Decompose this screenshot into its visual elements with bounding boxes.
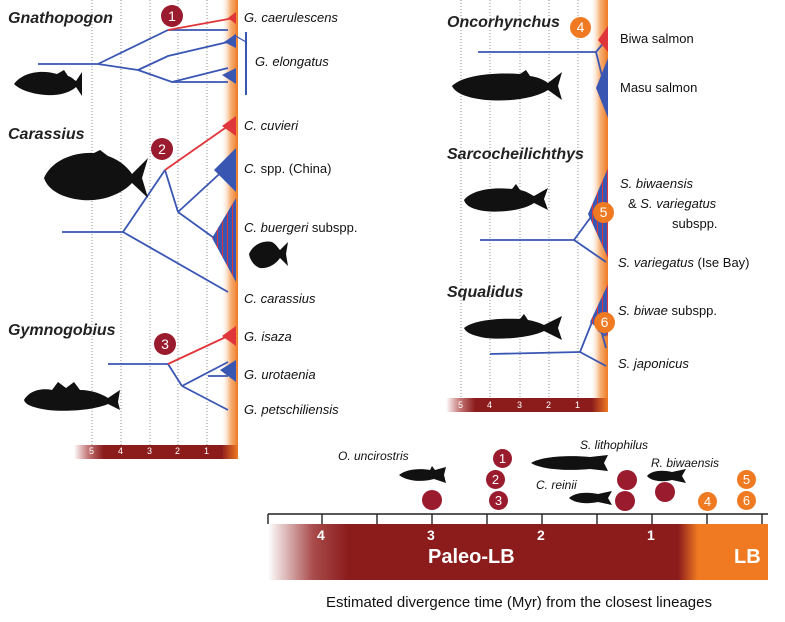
badge-6: 6	[594, 312, 615, 333]
oncorhynchus-blue-wedge	[596, 58, 608, 118]
gymnogobius-red-wedge	[222, 326, 236, 346]
taxon-g-caerulescens: G. caerulescens	[244, 10, 338, 25]
badge-4: 4	[570, 17, 591, 38]
genus-oncorhynchus: Oncorhynchus	[447, 14, 560, 31]
fish-squalidus-icon	[464, 314, 562, 340]
fossil-c-reinii-icon	[569, 491, 612, 505]
timeline-badge-5: 5	[737, 470, 756, 489]
fossil-s-lithophilus-label: S. lithophilus	[580, 438, 649, 452]
taxon-c-cuvieri: C. cuvieri	[244, 118, 299, 133]
paleo-lb-label: Paleo-LB	[428, 546, 515, 568]
gnathopogon-blue-wedge-1	[224, 34, 236, 48]
gymnogobius-tree	[108, 361, 229, 411]
fossil-o-uncirostris-label: O. uncirostris	[338, 449, 409, 463]
timeline-caption: Estimated divergence time (Myr) from the…	[326, 594, 712, 611]
timeline-badge-3: 3	[489, 491, 508, 510]
right-axis-tick-1: 1	[575, 400, 581, 410]
taxon-g-elongatus: G. elongatus	[255, 54, 329, 69]
carassius-red-wedge	[222, 116, 236, 136]
fossil-dot-c-reinii	[615, 491, 635, 511]
genus-carassius: Carassius	[8, 126, 85, 143]
taxon-s-variegatus-ise: S. variegatus (Ise Bay)	[618, 255, 750, 270]
badge-5: 5	[593, 202, 614, 223]
gnathopogon-blue-wedge-2	[222, 68, 236, 84]
fish-gnathopogon-icon	[14, 70, 82, 96]
lb-label: LB	[734, 546, 761, 568]
taxon-s-variegatus: & S. variegatus	[628, 196, 717, 211]
taxon-g-petschiliensis: G. petschiliensis	[244, 402, 339, 417]
timeline-bar	[268, 524, 768, 580]
gymnogobius-blue-wedge	[220, 360, 236, 382]
sarcocheilichthys-tree	[480, 209, 607, 263]
fossil-o-uncirostris-icon	[399, 466, 446, 483]
badge-3: 3	[154, 333, 176, 355]
taxon-s-biwae: S. biwae subspp.	[618, 303, 718, 318]
gymnogobius-red-branch	[167, 335, 229, 365]
taxon-masu-salmon: Masu salmon	[620, 80, 698, 95]
genus-sarcocheilichthys: Sarcocheilichthys	[447, 146, 584, 163]
timeline-axis-4: 4	[317, 527, 325, 543]
timeline-axis-1: 1	[647, 527, 655, 543]
taxon-c-buergeri: C. buergeri subspp.	[244, 220, 358, 235]
timeline-badge-2: 2	[486, 470, 505, 489]
carassius-red-branch	[164, 125, 229, 171]
fossil-dot-r-biwaensis	[655, 482, 675, 502]
right-axis-bar	[446, 398, 608, 412]
genus-gnathopogon: Gnathopogon	[8, 10, 113, 27]
timeline-axis-3: 3	[427, 527, 435, 543]
carassius-hatched-wedge	[212, 198, 236, 282]
left-axis-bar	[74, 445, 238, 459]
taxon-subspp: subspp.	[672, 216, 718, 231]
badge-1: 1	[161, 5, 183, 27]
fish-sarcocheilichthys-icon	[464, 184, 548, 212]
right-axis-tick-5: 5	[458, 400, 464, 410]
left-axis-tick-3: 3	[147, 446, 153, 456]
left-grid	[91, 0, 208, 445]
fossil-r-biwaensis-label: R. biwaensis	[651, 456, 720, 470]
fossil-s-lithophilus-icon	[531, 455, 608, 471]
timeline-axis-2: 2	[537, 527, 545, 543]
taxon-s-japonicus: S. japonicus	[618, 356, 689, 371]
fossil-dot-o-uncirostris	[422, 490, 442, 510]
right-axis-tick-3: 3	[517, 400, 523, 410]
fossil-dot-s-lithophilus	[617, 470, 637, 490]
taxon-c-carassius: C. carassius	[244, 291, 316, 306]
timeline-badge-1: 1	[493, 449, 512, 468]
left-axis-tick-2: 2	[175, 446, 181, 456]
genus-gymnogobius: Gymnogobius	[8, 322, 116, 339]
gnathopogon-red-branch	[167, 17, 235, 31]
right-axis-tick-2: 2	[546, 400, 552, 410]
right-axis-tick-4: 4	[487, 400, 493, 410]
oncorhynchus-red-wedge	[598, 26, 608, 52]
fish-carassius-icon	[44, 150, 148, 201]
taxon-biwa-salmon: Biwa salmon	[620, 31, 694, 46]
fish-gymnogobius-icon	[24, 382, 120, 411]
timeline-badge-6: 6	[737, 491, 756, 510]
left-axis-tick-1: 1	[204, 446, 210, 456]
taxon-g-urotaenia: G. urotaenia	[244, 367, 316, 382]
carassius-blue-wedge	[214, 148, 236, 192]
fossil-r-biwaensis-icon	[647, 469, 686, 483]
left-axis-tick-4: 4	[118, 446, 124, 456]
fossil-c-reinii-label: C. reinii	[536, 478, 577, 492]
taxon-s-biwaensis: S. biwaensis	[620, 176, 693, 191]
left-axis-tick-5: 5	[89, 446, 95, 456]
taxon-g-isaza: G. isaza	[244, 329, 292, 344]
badge-2: 2	[151, 138, 173, 160]
genus-squalidus: Squalidus	[447, 284, 524, 301]
timeline-badge-4: 4	[698, 492, 717, 511]
fish-oncorhynchus-icon	[452, 70, 562, 101]
gnathopogon-red-wedge	[228, 12, 236, 24]
timeline-ticks	[267, 513, 768, 524]
fish-carassius-small-icon	[249, 241, 288, 269]
taxon-c-spp: C. spp. (China)	[244, 161, 332, 176]
